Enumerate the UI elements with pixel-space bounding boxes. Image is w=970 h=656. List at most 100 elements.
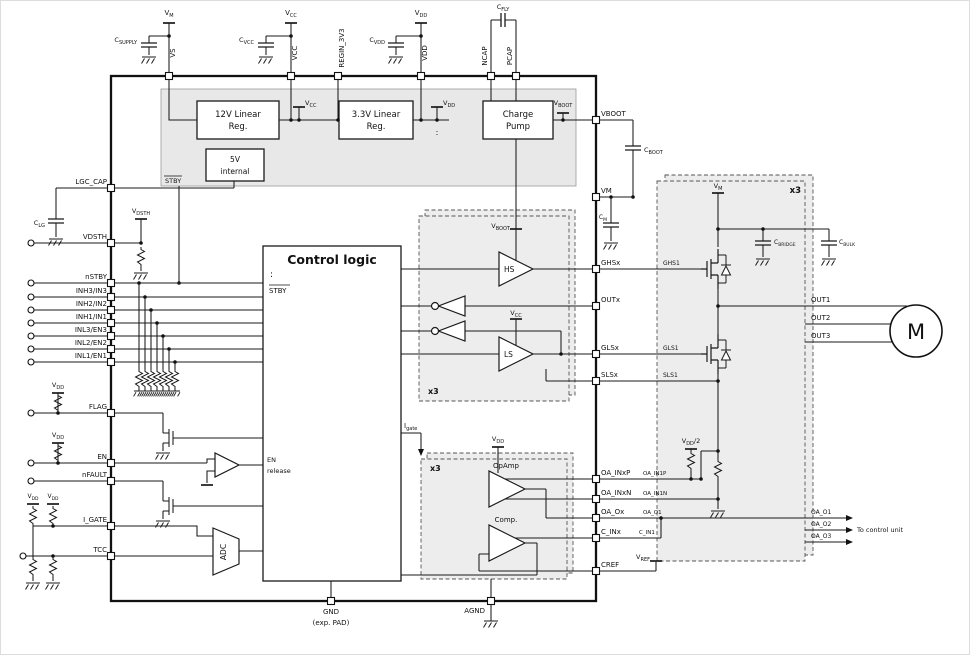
pin-vdsth — [106, 238, 116, 248]
flag-label: FLAG — [89, 403, 107, 411]
pin-oa-inxn — [591, 494, 601, 504]
igate-arrow — [418, 449, 424, 456]
vdd-supply-label: VDD — [415, 9, 428, 19]
charge-pump-title: Charge — [503, 110, 534, 120]
csupply-capacitor — [140, 42, 158, 48]
cm-label: CM — [599, 214, 607, 223]
vm-supply-label: VM — [164, 9, 173, 19]
ground-symbol — [141, 56, 157, 64]
pin-inh2 — [106, 305, 116, 315]
outx-pin-label: OUTx — [601, 296, 620, 304]
pcap-pin-label: PCAP — [506, 47, 514, 65]
pin-flag — [106, 408, 116, 418]
flag-en-nfault-network — [34, 392, 263, 528]
en-label: EN — [97, 453, 107, 461]
ground-symbol — [133, 272, 149, 280]
opamp-label: OpAmp — [493, 462, 520, 470]
ghs1-label: GHS1 — [663, 260, 680, 267]
pin-glsx — [591, 349, 601, 359]
lgc-cap-label: LGC_CAP — [75, 178, 107, 186]
vcc-internal-rail-label: VCC — [305, 99, 317, 109]
analog-section — [401, 432, 596, 601]
adc-label: ADC — [219, 544, 228, 560]
regin-pin-label: REGIN_3V3 — [338, 28, 346, 67]
pin-oa-inxp — [591, 474, 601, 484]
hs-driver-buffer — [498, 251, 535, 287]
tcc-label: TCC — [92, 546, 107, 554]
en-release-label2: release — [267, 467, 291, 475]
igate-vdd-label-1: VDD — [27, 493, 39, 502]
sls1-label: SLS1 — [663, 372, 678, 379]
pin-gnd — [326, 596, 336, 606]
vdsth-label: VDSTH — [83, 233, 107, 241]
exp-pad-label: (exp. PAD) — [313, 619, 350, 627]
pin-ncap — [486, 71, 496, 81]
cref-pin-label: CREF — [601, 561, 619, 569]
ls-label: LS — [504, 350, 513, 359]
pin-inh1 — [106, 318, 116, 328]
pin-outx — [591, 301, 601, 311]
to-control-unit-label: To control unit — [856, 526, 904, 534]
en-pullup-resistor — [54, 442, 62, 464]
vs-pin-label: VS — [169, 48, 177, 58]
pin-inh3 — [106, 292, 116, 302]
pin-vboot — [591, 115, 601, 125]
regulator-5v-block — [205, 148, 265, 182]
out1-label: OUT1 — [811, 296, 830, 304]
reg5-title: 5V — [230, 155, 241, 164]
control-stby-label: STBY — [269, 287, 287, 295]
oa-o3-label: OA_O3 — [811, 533, 831, 540]
chip-pins — [106, 71, 601, 606]
pin-inl3 — [106, 331, 116, 341]
pin-lgc-cap — [106, 183, 116, 193]
pin-en — [106, 458, 116, 468]
power-stage-x3-region — [656, 174, 814, 562]
clg-label: CLG — [34, 219, 45, 229]
oa-o1-wire-label: OA_O1 — [643, 510, 662, 516]
inverter-bubble — [430, 301, 440, 311]
charge-pump-block — [482, 100, 554, 140]
charge-pump-title2: Pump — [506, 122, 530, 132]
cm-capacitor — [602, 222, 620, 228]
inverter-bubble — [430, 326, 440, 336]
driver-vcc-label: VCC — [510, 309, 522, 319]
vdd-pin-label: VDD — [421, 45, 429, 61]
oa-ox-pin-label: OA_Ox — [601, 508, 624, 516]
vm-pin-label: VM — [601, 187, 612, 195]
regulator-12v-block — [196, 100, 280, 140]
en-release-label: EN — [267, 456, 276, 464]
vcc-supply-label: VCC — [285, 9, 297, 19]
pin-ghsx — [591, 264, 601, 274]
reg33-title2: Reg. — [367, 122, 386, 132]
ground-symbol — [603, 242, 619, 250]
cbridge-label: CBRIDGE — [774, 239, 796, 248]
cboot-label: CBOOT — [644, 146, 664, 156]
ncap-pin-label: NCAP — [481, 46, 489, 65]
cfly-capacitor — [500, 12, 506, 28]
inh3-label: INH3/IN3 — [76, 287, 107, 295]
oa-o3-arrow — [846, 539, 853, 545]
reg33-title: 3.3V Linear — [352, 110, 401, 120]
power-stage-network — [596, 119, 907, 572]
igate-label: I_GATE — [83, 516, 107, 524]
vboot-pin-label: VBOOT — [601, 110, 626, 118]
ground-symbol — [483, 620, 499, 628]
opamp-triangle — [488, 470, 527, 508]
pin-nstby — [106, 278, 116, 288]
inh2-label: INH2/IN2 — [76, 300, 107, 308]
oa-o2-label: OA_O2 — [811, 521, 831, 528]
c-inx-pin-label: C_INx — [601, 528, 621, 536]
left-pin-network — [34, 187, 263, 397]
gate-driver-section — [401, 228, 596, 382]
stage-vm-label: VM — [714, 182, 723, 192]
csupply-label: CSUPPLY — [114, 36, 138, 46]
level-shifter-2 — [436, 320, 466, 342]
pin-nfault — [106, 476, 116, 486]
ground-symbol — [48, 238, 64, 246]
vdd2-label: VDD/2 — [682, 437, 700, 447]
oa-in1p-wire-label: OA_IN1P — [643, 471, 667, 477]
cbulk-capacitor — [820, 240, 838, 246]
cvdd-capacitor — [387, 42, 405, 48]
cvcc-label: CVCC — [239, 36, 254, 46]
comparator-triangle — [488, 524, 527, 562]
